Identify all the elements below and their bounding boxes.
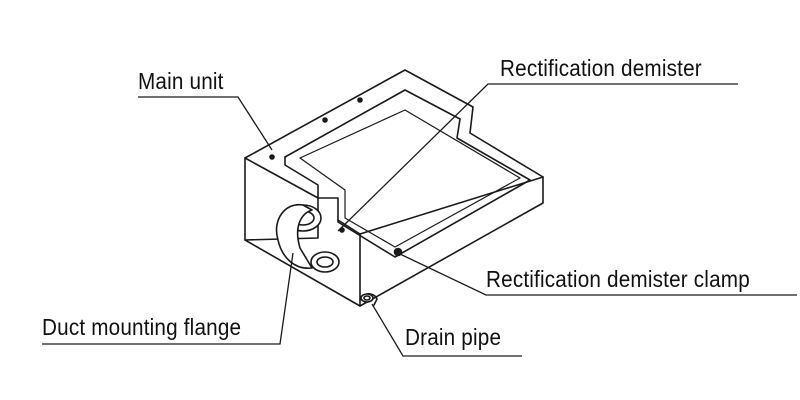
clamp-screw [393, 247, 403, 257]
leader-main-unit [138, 96, 273, 151]
main-unit-label: Main unit [138, 68, 224, 94]
duct-mounting-flange-label: Duct mounting flange [42, 314, 242, 340]
inner-rim [284, 89, 531, 258]
leader-clamp [399, 253, 797, 296]
rectification-demister-clamp-label: Rectification demister clamp [486, 266, 750, 292]
inner-basin [299, 109, 521, 248]
leader-flange [42, 252, 294, 345]
duct-flange-front [310, 251, 340, 273]
leader-drain-pipe [371, 303, 522, 357]
drain-pipe-label: Drain pipe [405, 324, 502, 350]
leader-rectification-demister [337, 83, 738, 232]
rectification-demister-label: Rectification demister [500, 55, 702, 81]
